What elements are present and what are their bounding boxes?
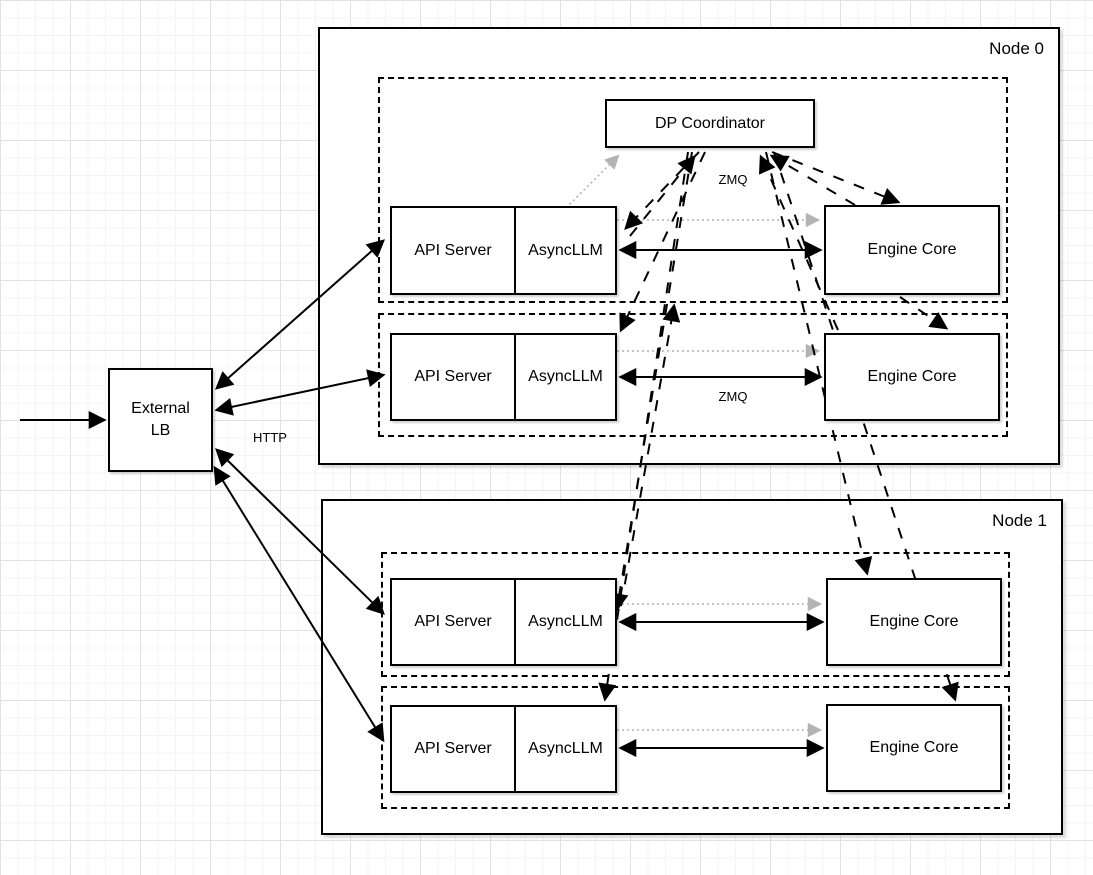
arrow-dashed-dp-to-n1ec1 — [773, 151, 959, 702]
arrow-dashed-dp-to-n1ec0 — [765, 151, 873, 576]
arrow-dashed-async0-to-dp — [629, 154, 696, 237]
external-lb-box: External LB — [108, 368, 213, 472]
arrow-lb-api-n1r1 — [213, 465, 385, 743]
node0-row1-engine-core-box: Engine Core — [824, 333, 1000, 421]
node1-row1-api-async-box: API Server AsyncLLM — [390, 705, 617, 793]
node0-row0-api-async-box: API Server AsyncLLM — [390, 206, 617, 295]
arrow-dashed-dp-to-async0 — [624, 151, 700, 230]
arrow-dashed-ec0-to-dp — [769, 154, 856, 206]
external-lb-label-line2: LB — [150, 422, 171, 439]
node1-row0-api-server-label: API Server — [392, 580, 516, 664]
node1-row1-engine-core-label: Engine Core — [869, 739, 959, 757]
zmq-edge-label-row0: ZMQ — [718, 172, 748, 187]
node-1-label: Node 1 — [992, 511, 1047, 530]
dp-coordinator-label: DP Coordinator — [655, 114, 765, 132]
node0-row0-asyncllm-label: AsyncLLM — [528, 241, 603, 259]
http-edge-label: HTTP — [253, 430, 287, 445]
arrow-dashed-ec1-to-dp — [758, 154, 839, 331]
node1-row0-engine-core-box: Engine Core — [826, 578, 1002, 666]
arrow-dashed-dp-to-n1async1 — [598, 151, 689, 702]
node0-row0-engine-core-label: Engine Core — [867, 241, 957, 259]
node0-row0-engine-core-box: Engine Core — [824, 205, 1000, 295]
external-lb-label-line1: External — [131, 400, 190, 418]
node1-row1-engine-core-box: Engine Core — [826, 704, 1002, 792]
arrow-dashed-ec0-to-ec1 — [899, 296, 949, 330]
arrow-dashed-n1-up-to-group — [620, 303, 681, 607]
arrow-lb-api-n1r0 — [215, 448, 385, 615]
arrow-dashed-dp-to-async1 — [619, 151, 706, 333]
node1-row1-asyncllm-label: AsyncLLM — [528, 740, 603, 757]
node0-rank0-group — [378, 77, 1008, 303]
arrow-dashed-dp-to-ec0 — [771, 151, 901, 205]
node0-row1-asyncllm-label: AsyncLLM — [528, 368, 603, 385]
node-0-label: Node 0 — [989, 39, 1044, 58]
node1-row0-asyncllm-label: AsyncLLM — [528, 613, 603, 630]
node0-row1-api-async-box: API Server AsyncLLM — [390, 333, 617, 421]
node0-row1-api-server-label: API Server — [392, 335, 516, 419]
node0-row1-engine-core-label: Engine Core — [867, 368, 957, 386]
node1-row1-api-server-label: API Server — [392, 707, 516, 791]
arrow-dotted-async-to-dp — [565, 154, 620, 209]
node1-row0-api-async-box: API Server AsyncLLM — [390, 578, 617, 666]
node1-rank1-group — [381, 686, 1010, 809]
dp-coordinator-box: DP Coordinator — [605, 99, 815, 148]
arrow-lb-api-n0r1 — [214, 369, 386, 416]
node1-row0-engine-core-label: Engine Core — [869, 613, 959, 631]
node0-row0-api-server-label: API Server — [392, 208, 516, 293]
zmq-edge-label-row1: ZMQ — [718, 389, 748, 404]
arrow-lb-api-n0r0 — [214, 239, 386, 390]
